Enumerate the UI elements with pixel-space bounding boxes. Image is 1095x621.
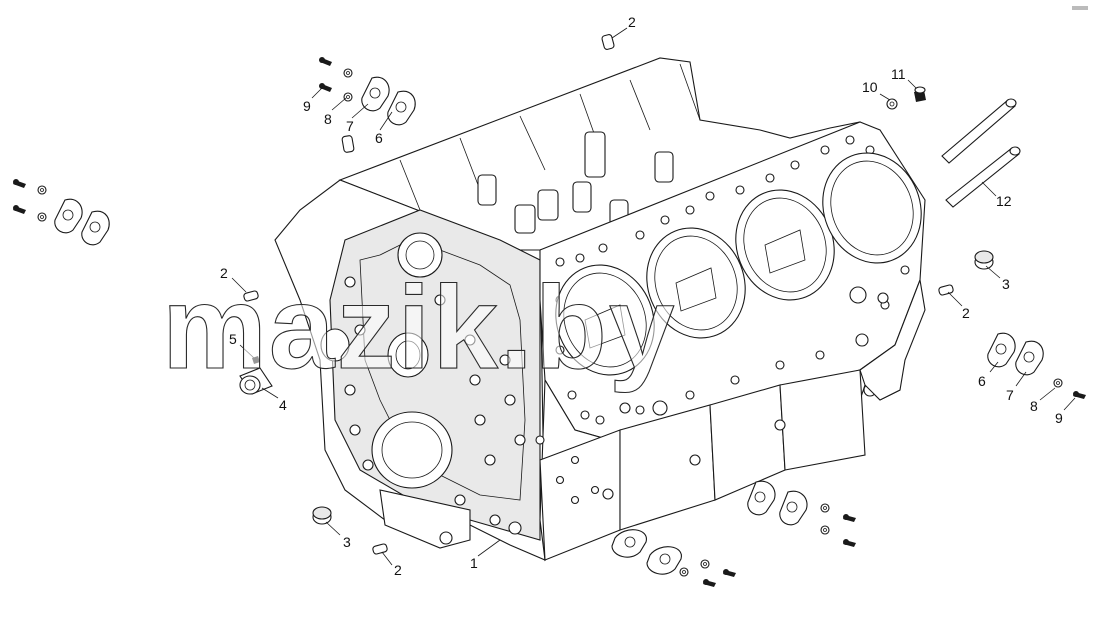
watermark-text: mazik.by xyxy=(162,262,676,394)
covers-left xyxy=(54,198,110,246)
callout-2-bottom: 2 xyxy=(394,562,402,578)
covers-right xyxy=(987,332,1044,376)
callout-10: 10 xyxy=(862,79,878,95)
callout-9-right: 9 xyxy=(1055,410,1063,426)
callout-7-right: 7 xyxy=(1006,387,1014,403)
callout-12: 12 xyxy=(996,193,1012,209)
callout-5: 5 xyxy=(229,331,237,347)
plug-part-11 xyxy=(914,86,926,102)
washers-and-bolts xyxy=(13,57,1086,587)
covers-bottom-center xyxy=(611,529,682,575)
plug-right xyxy=(974,250,994,270)
o-ring-part-10 xyxy=(886,98,898,110)
callout-2-left: 2 xyxy=(220,265,228,281)
callout-1: 1 xyxy=(470,555,478,571)
callout-numbers: 2 2 2 2 3 3 1 4 5 6 7 8 9 6 7 8 9 10 11 … xyxy=(220,14,1063,578)
plug-left-bottom xyxy=(312,506,332,525)
callout-2-top: 2 xyxy=(628,14,636,30)
callout-4: 4 xyxy=(279,397,287,413)
corner-mark xyxy=(1072,6,1088,10)
callout-8-top: 8 xyxy=(324,111,332,127)
leader-lines xyxy=(231,27,1076,566)
callout-8-right: 8 xyxy=(1030,398,1038,414)
covers-bottom-right xyxy=(747,480,808,526)
callout-7-top: 7 xyxy=(346,118,354,134)
callout-3-right: 3 xyxy=(1002,276,1010,292)
callout-2-right: 2 xyxy=(962,305,970,321)
bushing xyxy=(239,367,273,395)
cylinder-bores xyxy=(555,152,922,376)
plug-parts xyxy=(312,250,994,525)
callout-3-left: 3 xyxy=(343,534,351,550)
callout-9-top: 9 xyxy=(303,98,311,114)
callout-6-top: 6 xyxy=(375,130,383,146)
tubes-part-12 xyxy=(941,98,1021,208)
cylinder-block xyxy=(274,57,926,562)
dowel-pins xyxy=(243,34,954,555)
callout-11: 11 xyxy=(891,66,906,82)
callout-6-right: 6 xyxy=(978,373,986,389)
